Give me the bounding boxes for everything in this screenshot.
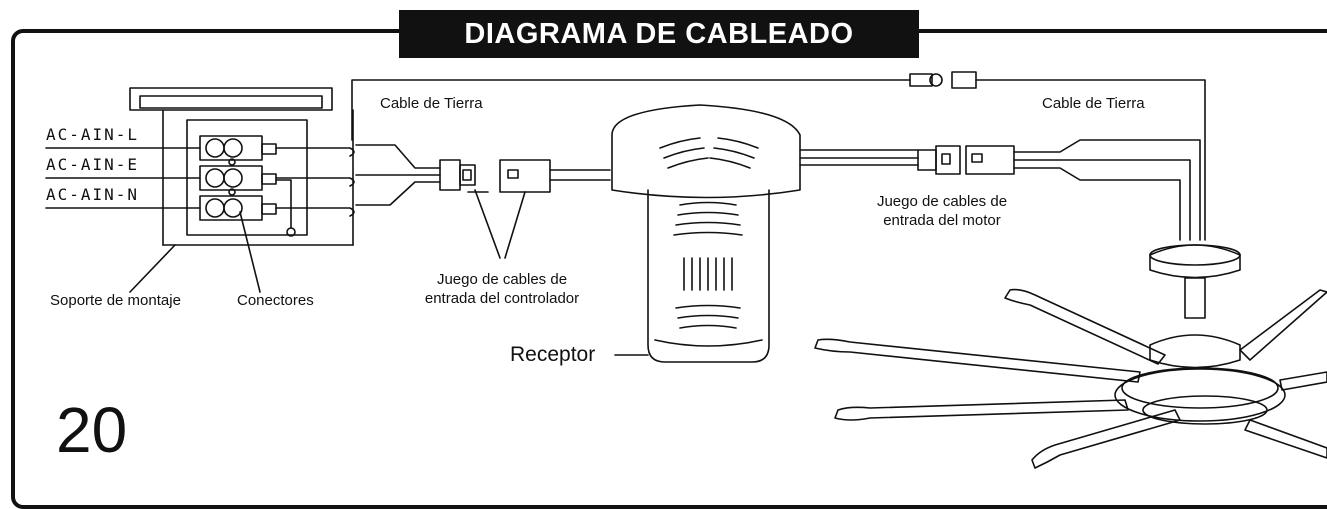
motor-input-connector-icon [799, 139, 1201, 241]
motor-input-set-label: Juego de cables de entrada del motor [862, 192, 1022, 230]
page-number: 20 [56, 394, 128, 466]
wire-label-earth: AC-AIN-E [46, 155, 140, 174]
wire-label-neutral: AC-AIN-N [46, 185, 140, 204]
controller-input-set-label: Juego de cables de entrada del controlad… [402, 270, 602, 308]
terminal-connectors-icon [199, 135, 296, 237]
leader-lines [129, 211, 261, 293]
supply-wires [45, 144, 441, 217]
ground-wire-label-right: Cable de Tierra [1042, 95, 1145, 112]
controller-input-set-label-line1: Juego de cables de [436, 271, 568, 288]
connectors-label: Conectores [237, 292, 314, 309]
receiver-label: Receptor [510, 343, 596, 366]
ceiling-fan-icon [814, 244, 1327, 469]
motor-input-set-label-line2: entrada del motor [883, 212, 1001, 229]
controller-input-connector-icon [439, 159, 611, 259]
wire-label-line: AC-AIN-L [46, 125, 140, 144]
controller-input-set-label-line2: entrada del controlador [424, 290, 580, 307]
ground-wire-label-left: Cable de Tierra [380, 95, 483, 112]
mounting-bracket-label: Soporte de montaje [50, 292, 181, 309]
ground-wire [351, 71, 1206, 241]
diagram-title: DIAGRAMA DE CABLEADO [399, 10, 919, 58]
motor-input-set-label-line1: Juego de cables de [876, 193, 1008, 210]
receiver-icon [611, 104, 801, 363]
